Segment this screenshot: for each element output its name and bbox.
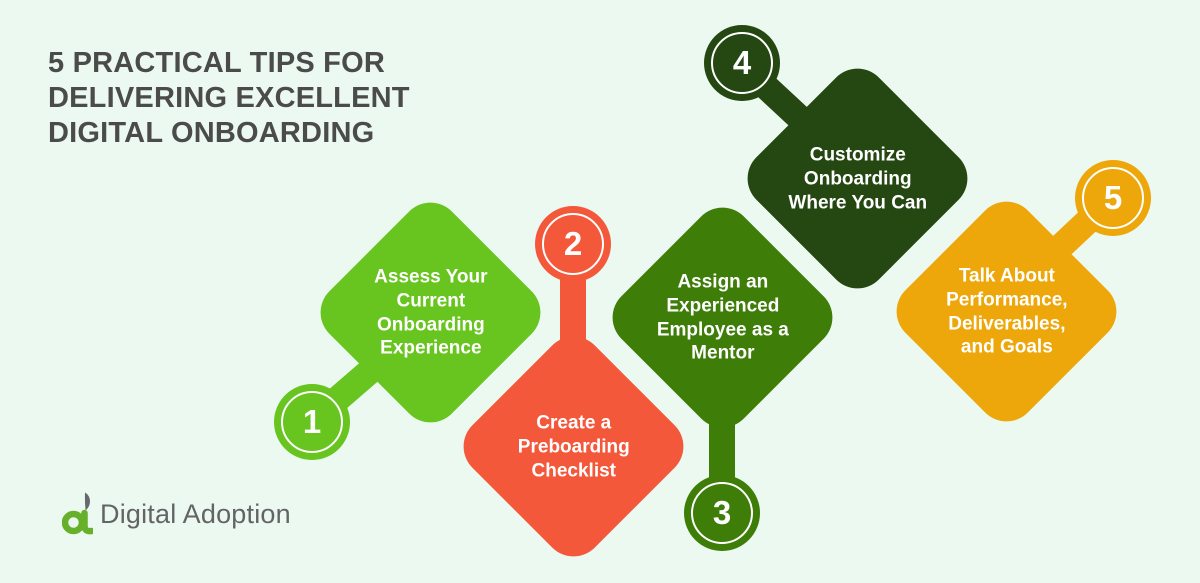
logo-text: Digital Adoption (100, 499, 291, 529)
step-4-number: 4 (732, 44, 752, 81)
step-2-number: 2 (563, 225, 583, 262)
step-3-number: 3 (712, 494, 732, 531)
step-1-number: 1 (302, 403, 322, 440)
step-4-number-badge: 4 (704, 25, 780, 101)
step-3-number-badge: 3 (684, 475, 760, 551)
step-5-number-badge: 5 (1075, 160, 1151, 236)
page-title: 5 PRACTICAL TIPS FOR DELIVERING EXCELLEN… (48, 47, 410, 149)
step-4-label: Customize Onboarding Where You Can (788, 143, 927, 213)
step-1-number-badge: 1 (274, 384, 350, 460)
step-5-number: 5 (1103, 179, 1123, 216)
step-3-label: Assign an Experienced Employee as a Ment… (656, 271, 789, 364)
digital-adoption-a-leaf-icon (62, 492, 93, 535)
logo-a-bowl (62, 510, 86, 535)
step-5-label: Talk About Performance, Deliverables, an… (945, 265, 1068, 358)
step-2-label: Create a Preboarding Checklist (517, 411, 630, 481)
digital-adoption-logo: Digital Adoption (62, 492, 291, 537)
logo-a-tail (81, 509, 93, 535)
step-2-number-badge: 2 (535, 206, 611, 282)
logo-leaf-shape (84, 492, 91, 511)
step-1-label: Assess Your Current Onboarding Experienc… (373, 266, 488, 359)
